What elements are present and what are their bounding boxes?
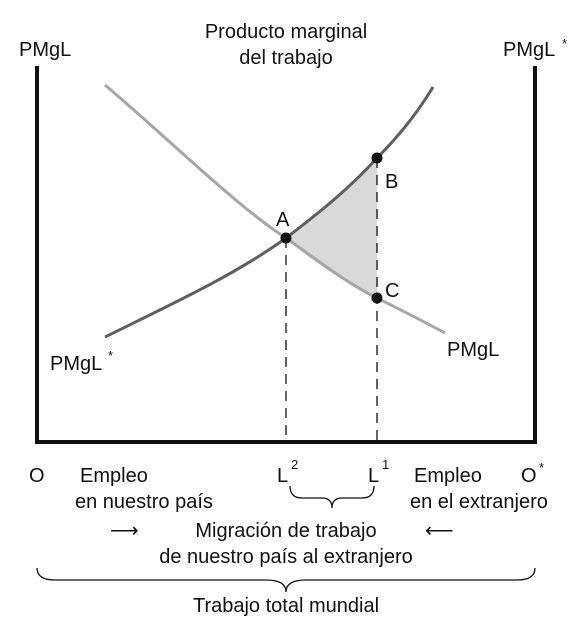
tick-l1-sup: 1 bbox=[382, 457, 389, 472]
point-a-label: A bbox=[276, 209, 290, 231]
origin-home-label: O bbox=[29, 465, 45, 487]
foreign-mpl-curve bbox=[104, 86, 435, 339]
title-line-2: del trabajo bbox=[239, 47, 332, 69]
shaded-gain-area bbox=[286, 158, 377, 298]
home-mpl-curve bbox=[104, 83, 446, 335]
migration-line-1: Migración de trabajo bbox=[195, 520, 376, 542]
right-axis-label: PMgL bbox=[503, 39, 555, 61]
total-labor-label: Trabajo total mundial bbox=[193, 595, 379, 617]
home-curve-label: PMgL bbox=[447, 339, 499, 361]
right-arrow: ⟶ bbox=[110, 520, 139, 542]
right-axis-label-sup: * bbox=[562, 36, 567, 51]
origin-foreign-label: O bbox=[521, 465, 537, 487]
foreign-employment-line-2: en el extranjero bbox=[410, 491, 548, 513]
title-line-1: Producto marginal bbox=[205, 21, 367, 43]
origin-foreign-label-sup: * bbox=[539, 460, 544, 475]
left-arrow: ⟵ bbox=[425, 520, 454, 542]
foreign-employment-line-1: Empleo bbox=[414, 465, 482, 487]
home-employment-line-2: en nuestro país bbox=[75, 491, 213, 513]
foreign-curve-label: PMgL bbox=[50, 353, 102, 375]
home-employment-line-1: Empleo bbox=[80, 465, 148, 487]
point-b-label: B bbox=[385, 171, 398, 193]
point-a-marker bbox=[280, 232, 292, 244]
tick-l2-label: L bbox=[277, 465, 288, 487]
point-b-marker bbox=[371, 152, 383, 164]
point-c-marker bbox=[371, 292, 383, 304]
tick-l2-sup: 2 bbox=[291, 457, 298, 472]
left-axis-label: PMgL bbox=[19, 39, 71, 61]
tick-l1-label: L bbox=[368, 465, 379, 487]
foreign-curve-label-sup: * bbox=[108, 348, 113, 363]
migration-brace bbox=[289, 485, 375, 509]
migration-line-2: de nuestro país al extranjero bbox=[159, 546, 413, 568]
total-labor-brace bbox=[36, 567, 536, 593]
point-c-label: C bbox=[385, 280, 399, 302]
